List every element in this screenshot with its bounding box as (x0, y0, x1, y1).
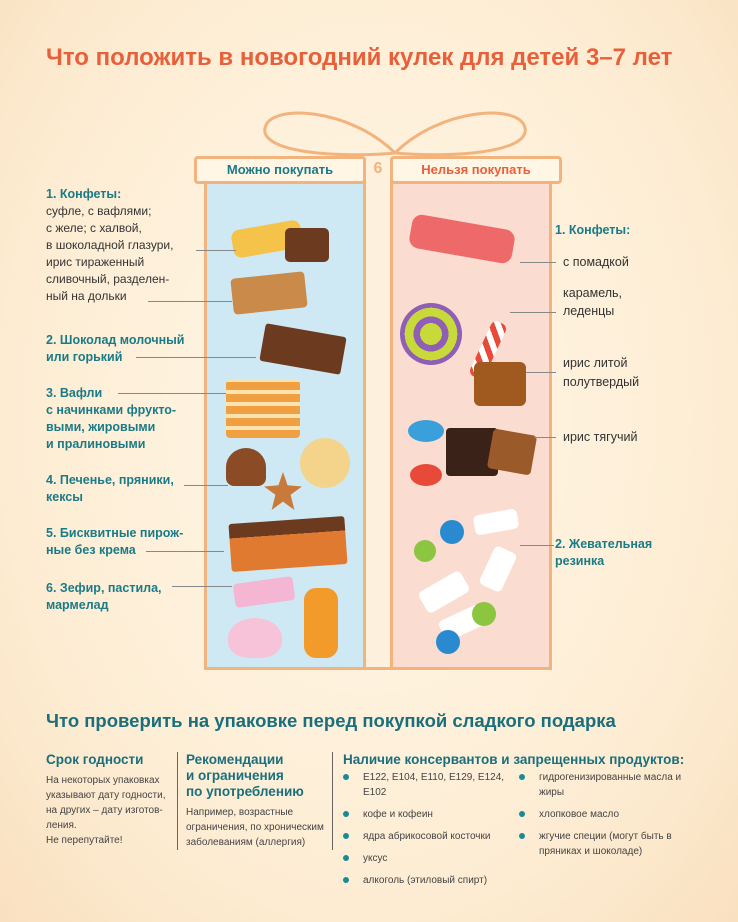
toffee-icon (230, 271, 308, 315)
divider (332, 752, 333, 850)
forbidden-item: ирис тягучий (563, 430, 638, 444)
pointer-line (184, 485, 228, 486)
list-item: кофе и кофеин (343, 807, 513, 822)
sponge-cake-icon (228, 516, 348, 572)
chocolate-candy-icon (285, 228, 329, 262)
allowed-header: Можно покупать (194, 156, 366, 184)
pointer-line (534, 437, 556, 438)
item-title: с начинками фрукто- (46, 403, 177, 417)
caramel-toffee-icon (474, 362, 526, 406)
item-title: 3. Вафли (46, 386, 103, 400)
page-title: Что положить в новогодний кулек для дете… (46, 44, 673, 71)
lollipop-icon (400, 303, 462, 365)
list-item: ядра абрикосовой косточки (343, 829, 513, 844)
preservatives-list-a: E122, E104, E110, E129, E124, E102 кофе … (343, 770, 513, 888)
ribbon-vertical (366, 158, 390, 670)
column-title: по употреблению (186, 784, 304, 799)
column-title: и ограничения (186, 768, 284, 783)
item-title: и пралиновыми (46, 437, 146, 451)
gumball-icon (440, 520, 464, 544)
pointer-line (196, 250, 236, 251)
item-title: кексы (46, 490, 83, 504)
toffee-square-icon (486, 428, 538, 476)
column-title: Наличие консервантов и запрещенных проду… (343, 752, 685, 767)
marshmallow-icon (228, 618, 282, 658)
pointer-line (520, 262, 556, 263)
item-title: 5. Бисквитные пирож- (46, 526, 184, 540)
cookie-icon (300, 438, 350, 488)
pointer-line (520, 545, 554, 546)
item-title: резинка (555, 554, 605, 568)
list-item: уксус (343, 851, 513, 866)
item-title: 6. Зефир, пастила, (46, 581, 162, 595)
item-title: выми, жировыми (46, 420, 156, 434)
pointer-line (510, 312, 556, 313)
list-item: хлопковое масло (519, 807, 704, 822)
forbidden-item: с помадкой (563, 255, 629, 269)
item-text: суфле, с вафлями; (46, 204, 152, 218)
allowed-item-marshmallow: 6. Зефир, пастила, мармелад (46, 580, 162, 614)
gumball-icon (436, 630, 460, 654)
item-text: сливочный, разделен- (46, 272, 170, 286)
allowed-item-chocolate: 2. Шоколад молочный или горький (46, 332, 184, 366)
column-text: Например, возрастные (186, 807, 294, 818)
waffle-icon (226, 380, 300, 438)
red-candy-icon (410, 464, 442, 486)
item-text: ирис тираженный (46, 255, 145, 269)
column-text: ограничения, по хроническим (186, 822, 324, 833)
item-text: в шоколадной глазури, (46, 238, 174, 252)
item-title: мармелад (46, 598, 109, 612)
check-recommendations: Рекомендации и ограничения по употреблен… (186, 752, 336, 850)
item-title: 4. Печенье, пряники, (46, 473, 174, 487)
check-heading: Что проверить на упаковке перед покупкой… (46, 710, 616, 731)
allowed-item-sponge-cakes: 5. Бисквитные пирож- ные без крема (46, 525, 183, 559)
item-text: с желе; с халвой, (46, 221, 142, 235)
ribbon-tag: 6 (373, 160, 383, 177)
item-title: 2. Шоколад молочный (46, 333, 185, 347)
column-text: ления. (46, 820, 77, 831)
forbidden-header: Нельзя покупать (390, 156, 562, 184)
green-gumball-icon (414, 540, 436, 562)
divider (177, 752, 178, 850)
forbidden-item: карамель, (563, 286, 623, 300)
column-text: на других – дату изготов- (46, 805, 163, 816)
gummy-bear-icon (304, 588, 338, 658)
preservatives-list-b: гидрогенизированные масла и жиры хлопков… (519, 770, 704, 859)
allowed-item-waffles: 3. Вафли с начинками фрукто- выми, жиров… (46, 385, 176, 453)
pointer-line (172, 586, 232, 587)
pointer-line (526, 372, 556, 373)
forbidden-gum: 2. Жевательная резинка (555, 536, 652, 570)
forbidden-item: ирис литой (563, 356, 628, 370)
column-text: заболеваниям (аллергия) (186, 837, 306, 848)
blue-candy-icon (408, 420, 444, 442)
column-text: Не перепутайте! (46, 835, 123, 846)
ribbon-bow-icon (263, 111, 527, 157)
check-expiry: Срок годности На некоторых упаковках ука… (46, 752, 171, 848)
item-text: ный на дольки (46, 289, 127, 303)
item-title: 2. Жевательная (555, 537, 653, 551)
column-title: Рекомендации (186, 752, 284, 767)
column-text: На некоторых упаковках (46, 775, 160, 786)
item-title: или горький (46, 350, 123, 364)
list-item: жгучие специи (могут быть в пряниках и ш… (519, 829, 704, 859)
list-item: алкоголь (этиловый спирт) (343, 873, 513, 888)
allowed-item-cookies: 4. Печенье, пряники, кексы (46, 472, 174, 506)
column-text: указывают дату годности, (46, 790, 166, 801)
pointer-line (146, 551, 224, 552)
pointer-line (136, 357, 256, 358)
item-title: 1. Конфеты: (46, 187, 122, 201)
column-title: Срок годности (46, 752, 144, 767)
list-item: E122, E104, E110, E129, E124, E102 (343, 770, 513, 800)
forbidden-item: полутвердый (563, 375, 640, 389)
forbidden-item: леденцы (563, 304, 615, 318)
green-gumball-icon (472, 602, 496, 626)
allowed-item-candies: 1. Конфеты: суфле, с вафлями; с желе; с … (46, 186, 173, 305)
list-item: гидрогенизированные масла и жиры (519, 770, 704, 800)
pointer-line (148, 301, 232, 302)
pointer-line (118, 393, 226, 394)
cupcake-icon (226, 448, 266, 486)
item-title: ные без крема (46, 543, 136, 557)
forbidden-candies-title: 1. Конфеты: (555, 223, 631, 237)
